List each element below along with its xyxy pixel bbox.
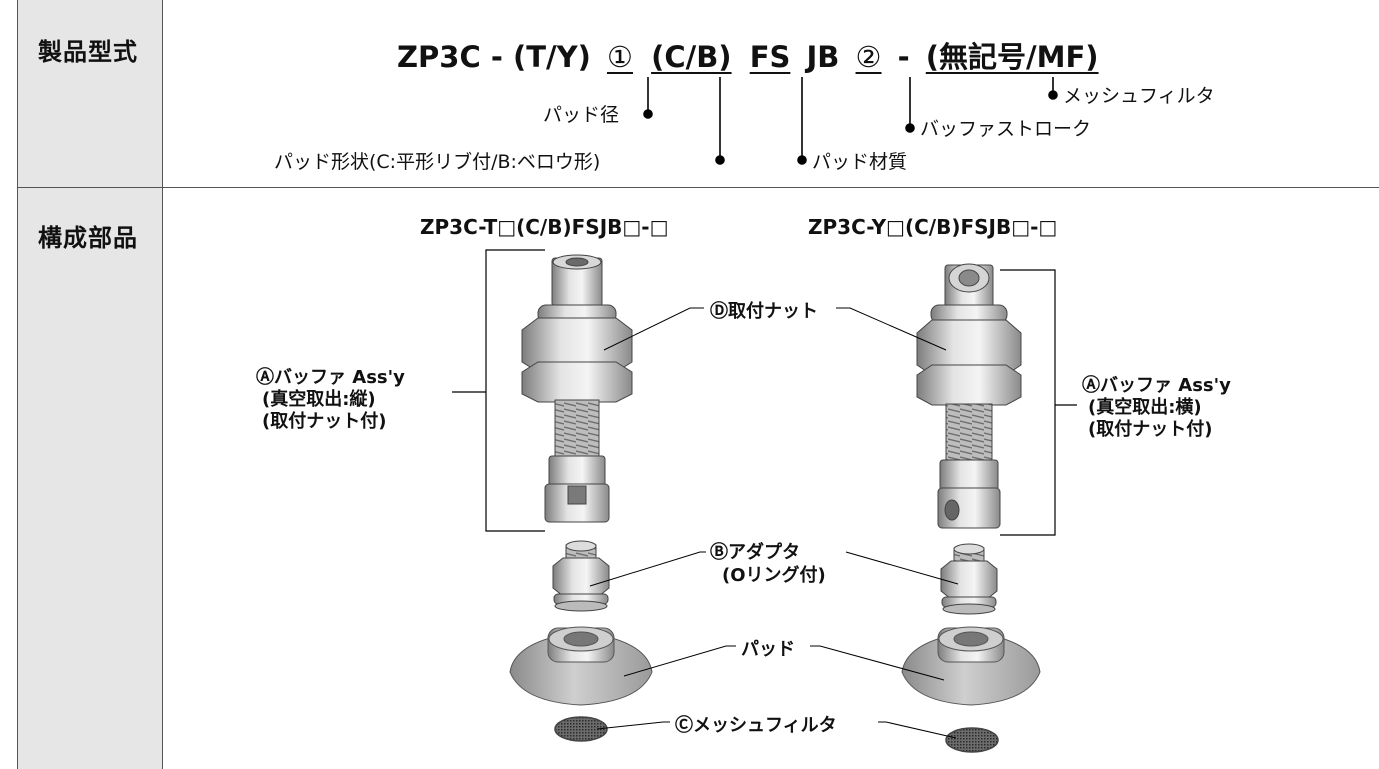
part-label-buffer-left: Ⓐバッファ Ass'y (真空取出:縦) (取付ナット付) xyxy=(256,367,405,432)
formula-leaders xyxy=(643,77,1058,165)
formula-prefix: ZP3C - (T/Y) xyxy=(397,40,591,74)
pad-right xyxy=(901,626,1041,706)
table-left-border xyxy=(17,0,18,769)
formula-segment-fs: FS xyxy=(749,40,791,74)
label-cell-model xyxy=(17,0,162,187)
callout-pad-material: パッド材質 xyxy=(812,151,908,173)
part-label-buffer-right: Ⓐバッファ Ass'y (真空取出:横) (取付ナット付) xyxy=(1082,375,1231,440)
callout-pad-shape: パッド形状(C:平形リブ付/B:ベロウ形) xyxy=(274,151,601,173)
part-label-mount-nut: Ⓓ取付ナット xyxy=(710,301,818,322)
formula-segment-jb: JB xyxy=(806,40,840,74)
row-label-model: 製品型式 xyxy=(38,38,138,66)
formula-slot-2: ② xyxy=(855,40,882,74)
model-name-y: ZP3C-Y□(C/B)FSJB□-□ xyxy=(808,215,1058,239)
formula-slot-1: ① xyxy=(606,40,633,74)
buffer-assembly-left xyxy=(521,254,633,523)
label-cell-parts xyxy=(17,188,162,769)
part-label-mesh-filter: Ⓒメッシュフィルタ xyxy=(675,715,837,736)
callout-pad-diameter: パッド径 xyxy=(543,104,620,126)
part-label-pad: パッド xyxy=(741,639,795,660)
model-name-t: ZP3C-T□(C/B)FSJB□-□ xyxy=(420,215,669,239)
buffer-assembly-right xyxy=(916,263,1022,529)
model-code-formula: ZP3C - (T/Y) ① (C/B) FS JB ② - (無記号/MF) xyxy=(397,34,1099,76)
formula-dash: - xyxy=(897,40,910,74)
formula-segment-cb: (C/B) xyxy=(651,40,732,74)
row-label-parts: 構成部品 xyxy=(38,224,138,252)
callout-mesh-filter: メッシュフィルタ xyxy=(1063,85,1215,107)
adapter-left xyxy=(552,540,610,612)
column-divider xyxy=(162,0,163,769)
row-divider xyxy=(17,187,1379,188)
adapter-right xyxy=(940,543,998,615)
formula-segment-mf: (無記号/MF) xyxy=(925,40,1099,74)
callout-buffer-stroke: バッファストローク xyxy=(920,118,1092,140)
pad-left xyxy=(509,626,653,706)
mesh-filters xyxy=(554,716,999,753)
part-label-adapter: Ⓑアダプタ (Oリング付) xyxy=(710,542,826,586)
